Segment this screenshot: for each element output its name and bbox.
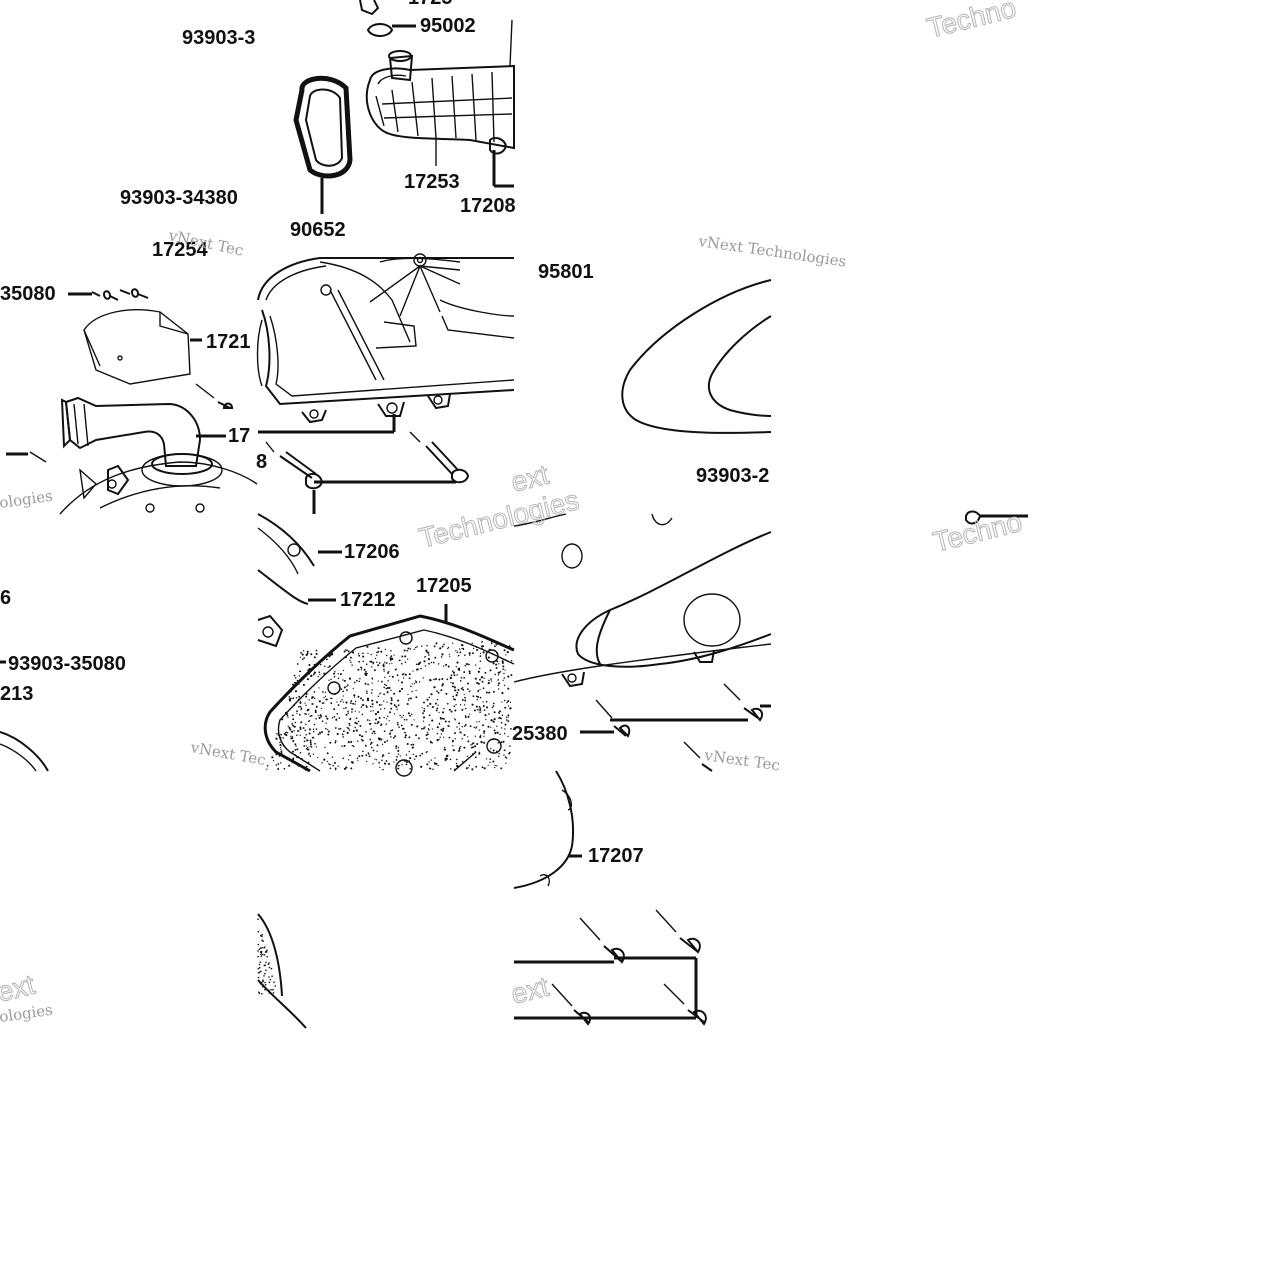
filter-foam-texture: [257, 640, 513, 995]
tile-cover-screws: [513, 513, 772, 772]
label-6: 6: [0, 587, 11, 609]
label-17: 17: [228, 425, 250, 447]
clamp-90652: [293, 75, 353, 214]
label-93903-2: 93903-2: [696, 465, 769, 487]
cap-1721: [83, 309, 202, 385]
label-95801: 95801: [538, 261, 594, 283]
label-93903-3-top: 93903-3: [182, 27, 255, 49]
label-17206: 17206: [344, 541, 400, 563]
label-8: 8: [256, 451, 267, 473]
label-95002: 95002: [420, 15, 476, 37]
label-1725-top: 1725: [408, 0, 453, 9]
label-17208: 17208: [460, 195, 516, 217]
label-25380: 25380: [512, 723, 568, 745]
filter-17205: [263, 604, 515, 777]
tile-filter-bottom: [257, 913, 307, 1029]
label-17212: 17212: [340, 589, 396, 611]
label-213: 213: [0, 683, 33, 705]
label-93903-35080: 93903-35080: [8, 653, 126, 675]
label-35080-left: 35080: [0, 283, 56, 305]
tile-gasket-screws: [513, 770, 707, 1026]
duct-17253: [365, 19, 515, 188]
tile-outer-cover: [621, 279, 772, 434]
tile-left-lower: [0, 660, 49, 772]
tile-cover-elbow: [6, 288, 258, 515]
label-17254: 17254: [152, 239, 208, 261]
tile-filter-element: [257, 513, 515, 777]
tile-screw-right: [965, 510, 1028, 525]
elbow-duct: [60, 396, 226, 487]
tile-airbox: [256, 253, 515, 514]
tile-duct-clamp: [293, 0, 515, 214]
label-17253: 17253: [404, 171, 460, 193]
label-90652: 90652: [290, 219, 346, 241]
label-17205: 17205: [416, 575, 472, 597]
label-93903-34380: 93903-34380: [120, 187, 238, 209]
part-labels: 93903-3 1725 95002 17253 17208 93903-343…: [0, 0, 769, 867]
label-1721: 1721: [206, 331, 251, 353]
label-17207: 17207: [588, 845, 644, 867]
